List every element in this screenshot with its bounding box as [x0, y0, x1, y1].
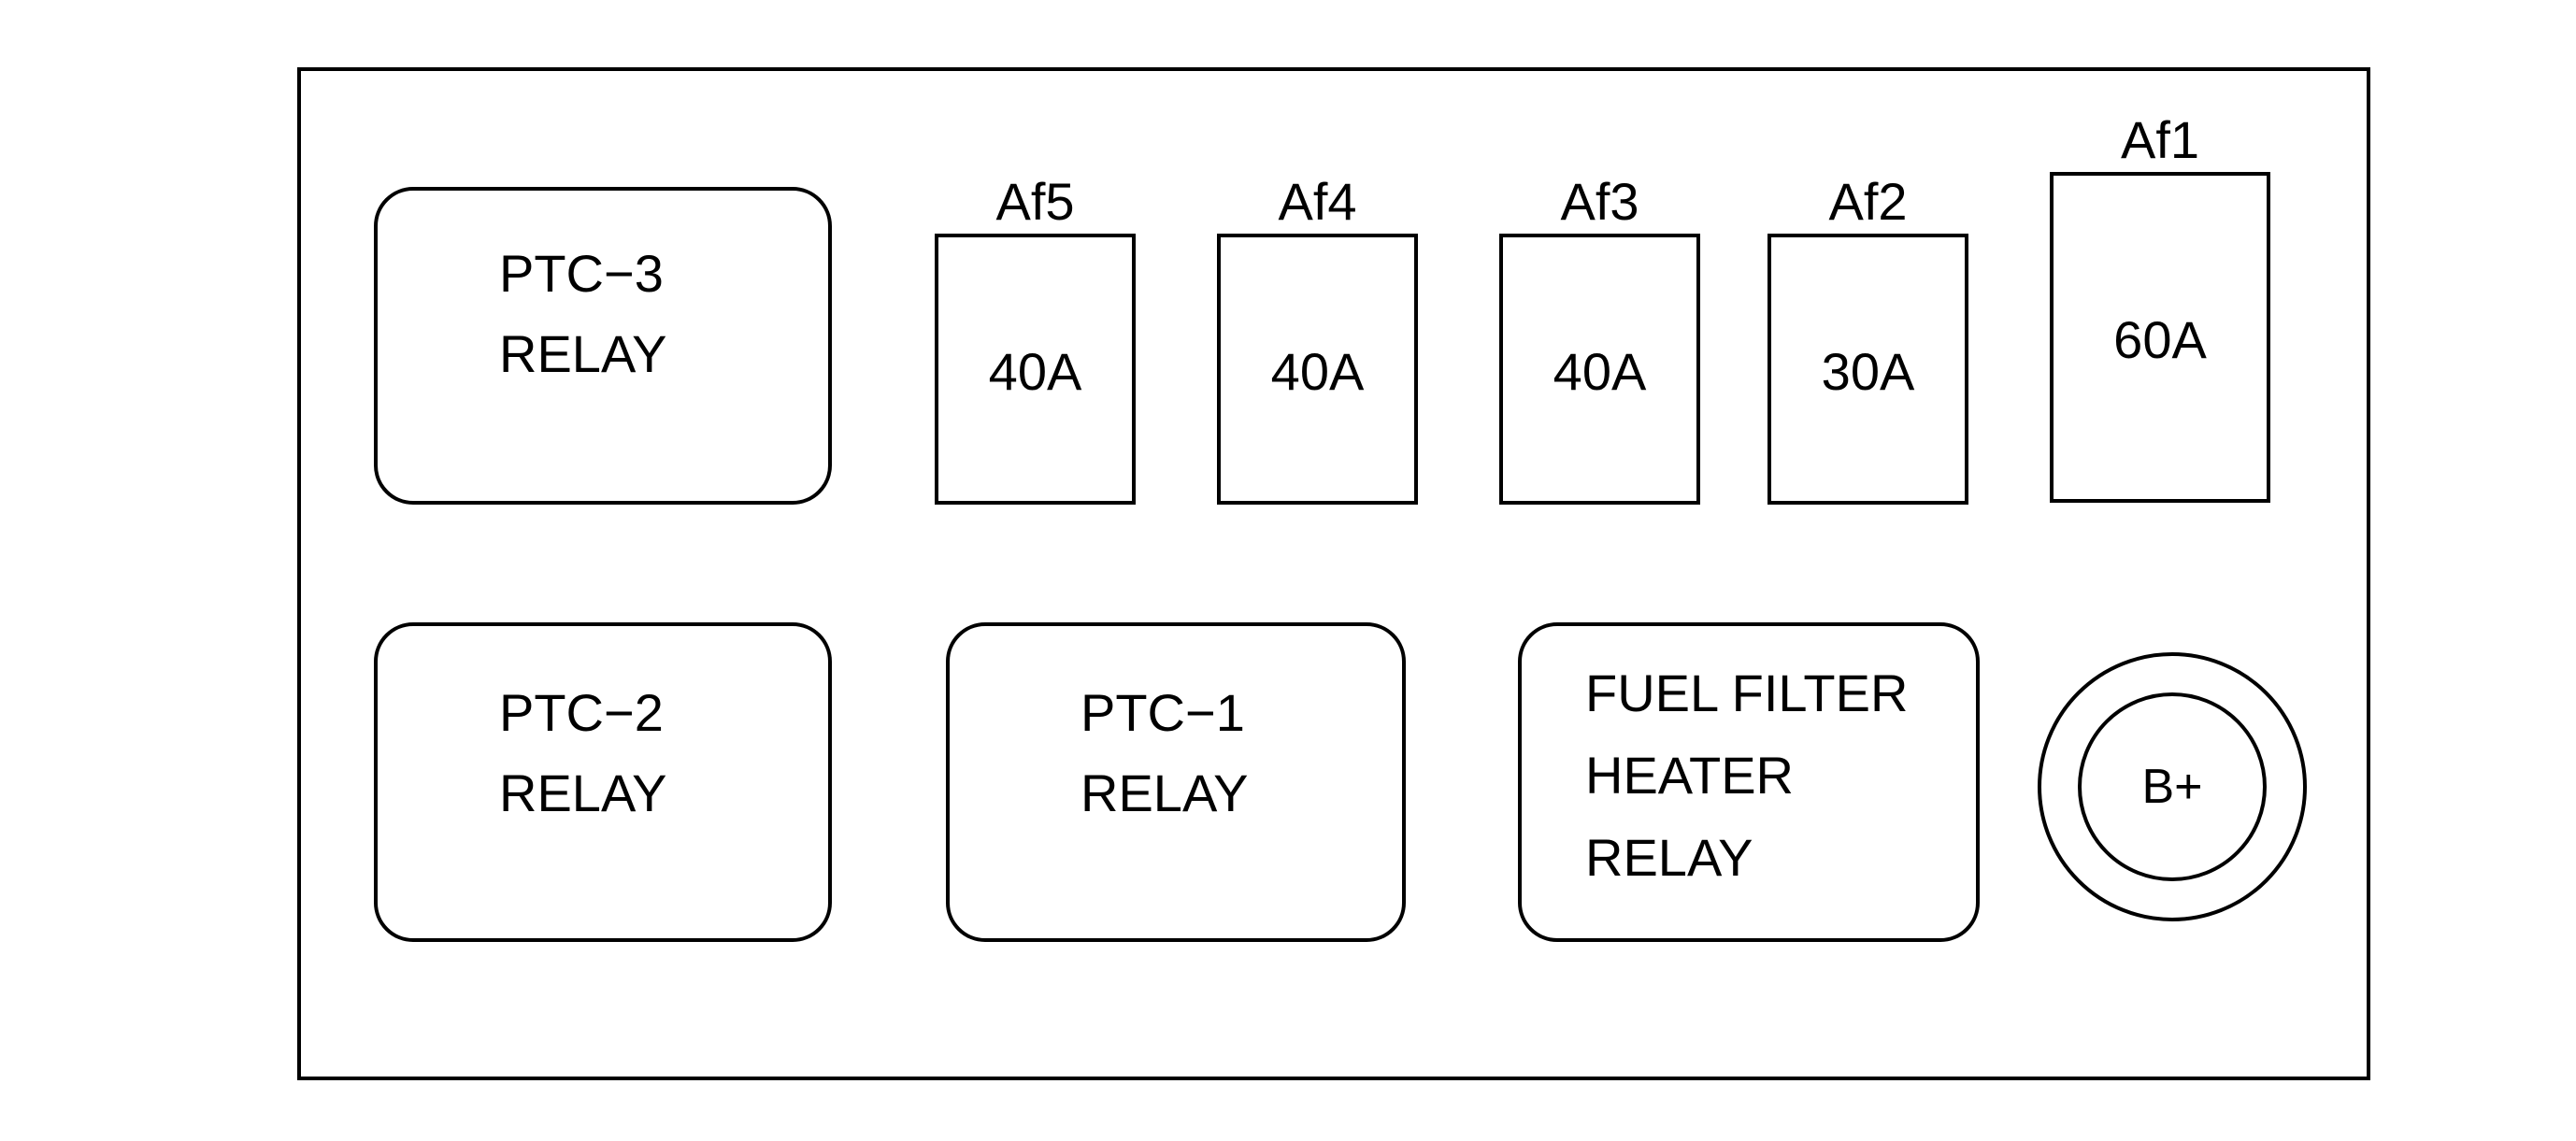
b-plus-terminal-label: B+	[2141, 760, 2203, 814]
fuse-af1-rating: 60A	[2113, 310, 2207, 369]
fuse-af3-rating: 40A	[1553, 342, 1647, 401]
relay-label-line: RELAY	[1585, 828, 1753, 887]
fuse-af2-rating: 30A	[1821, 342, 1915, 401]
relay-label-line: PTC−3	[499, 244, 664, 303]
relay-label-line: HEATER	[1585, 746, 1794, 805]
fuel-filter-heater-relay: FUEL FILTER HEATER RELAY	[1518, 622, 1980, 942]
fuse-af3: 40A	[1499, 234, 1700, 505]
relay-label-line: FUEL FILTER	[1585, 663, 1909, 722]
fuse-af4: 40A	[1217, 234, 1418, 505]
fuse-af1: 60A	[2050, 172, 2270, 503]
relay-label-line: RELAY	[499, 324, 667, 383]
fuse-af1-label: Af1	[2120, 110, 2200, 169]
ptc-3-relay: PTC−3 RELAY	[374, 187, 832, 505]
fuse-af4-rating: 40A	[1270, 342, 1365, 401]
fuse-af4-label: Af4	[1278, 172, 1357, 231]
fuse-relay-panel	[297, 67, 2370, 1080]
fuse-af5: 40A	[935, 234, 1136, 505]
relay-label-line: RELAY	[499, 763, 667, 822]
ptc-1-relay: PTC−1 RELAY	[946, 622, 1406, 942]
fuse-af5-label: Af5	[995, 172, 1075, 231]
fuse-af2-label: Af2	[1828, 172, 1908, 231]
fuse-af3-label: Af3	[1560, 172, 1639, 231]
relay-label-line: RELAY	[1080, 763, 1249, 822]
relay-label-line: PTC−1	[1080, 683, 1245, 742]
b-plus-terminal-outer-ring	[2038, 652, 2307, 921]
ptc-2-relay: PTC−2 RELAY	[374, 622, 832, 942]
b-plus-terminal-inner-ring	[2078, 692, 2267, 881]
fuse-af5-rating: 40A	[988, 342, 1082, 401]
fuse-af2: 30A	[1767, 234, 1968, 505]
relay-label-line: PTC−2	[499, 683, 664, 742]
